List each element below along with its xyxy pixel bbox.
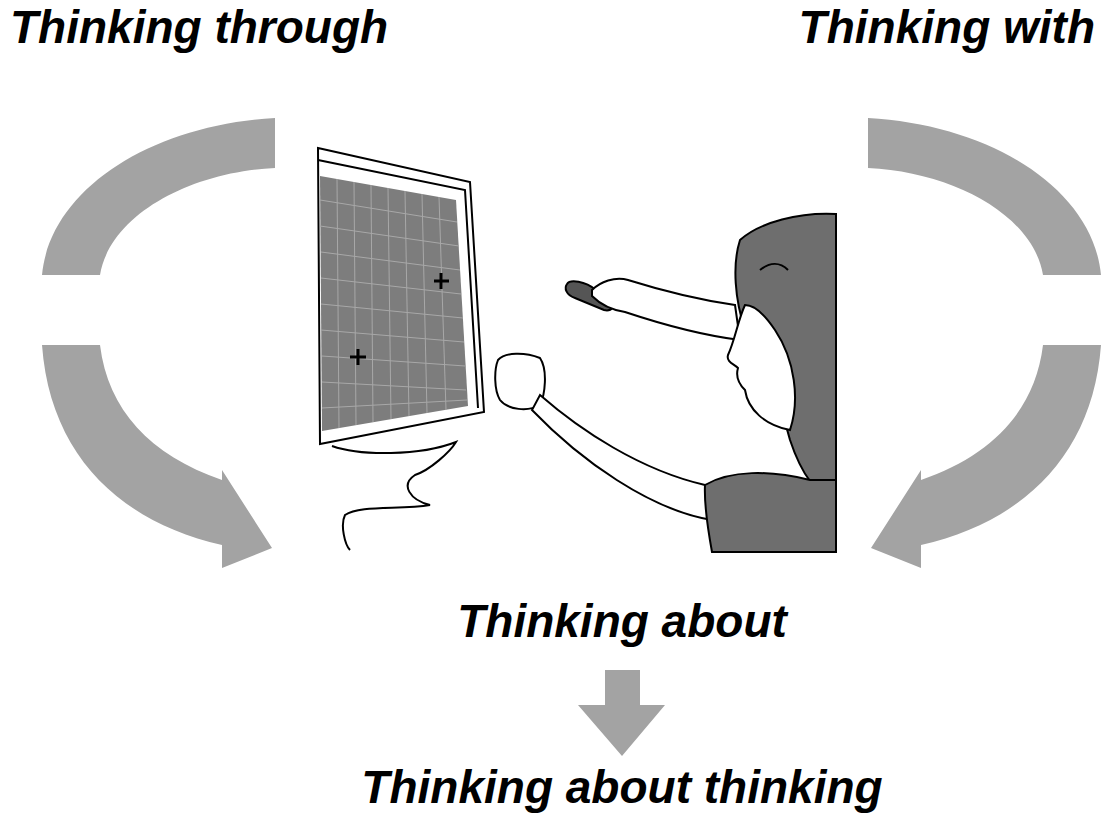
caption-label: Thinking about [457,596,787,647]
child [495,214,836,552]
screen [320,176,468,431]
curved-arrow [42,118,275,568]
caption-label: Thinking about thinking [361,762,882,813]
pointing-arm [592,279,740,340]
caption-label: Thinking with [799,2,1095,53]
down-arrow [578,670,665,756]
ear-line [760,264,788,270]
shoulder [705,473,836,552]
arc-bottom [871,345,1101,568]
lower-arm [532,395,712,520]
caption-label: Thinking through [10,2,388,53]
monitor-stand [332,442,456,550]
monitor [318,148,484,550]
curved-arrow [868,118,1101,568]
monitor-frame [318,148,484,444]
arc-bottom [42,345,272,568]
cross-marks [350,273,449,365]
arc-top [868,118,1101,275]
screen-grid [320,179,467,428]
face [728,305,795,430]
arc-top [42,118,275,275]
